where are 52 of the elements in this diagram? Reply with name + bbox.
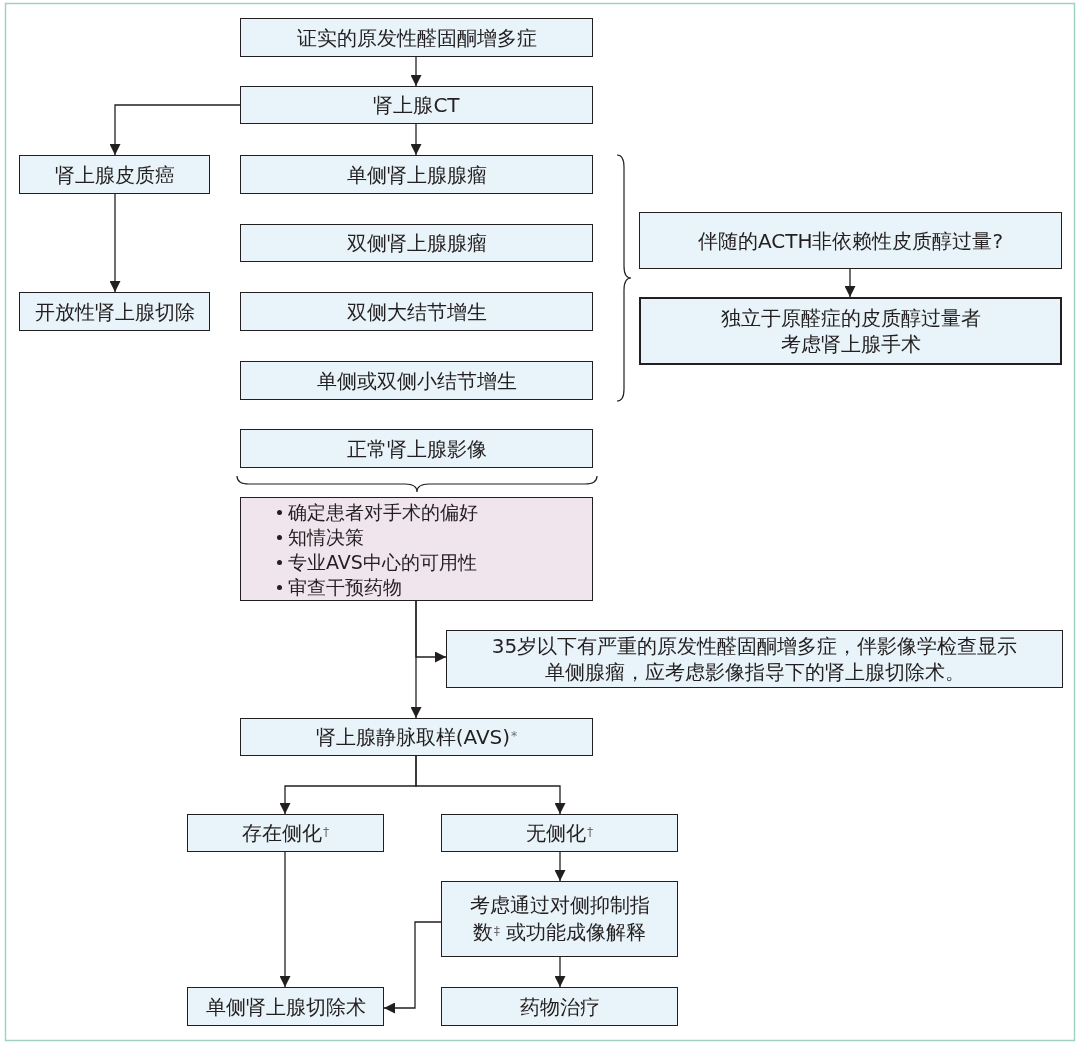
note-box [446, 630, 1063, 688]
arrow [410, 123, 422, 156]
process-box [240, 429, 593, 468]
arrow [279, 851, 291, 988]
process-box [639, 212, 1062, 269]
process-box [441, 987, 678, 1026]
list-item-text: 专业AVS中心的可用性 [288, 550, 477, 575]
arrow [844, 268, 856, 298]
list-item-text: 审查干预药物 [288, 575, 402, 600]
arrow [109, 104, 241, 156]
box-text: 考虑通过对侧抑制指数$^{‡}$ 或功能成像解释 [468, 892, 651, 946]
process-box [240, 155, 593, 194]
process-box [19, 292, 210, 331]
box-text: 存在侧化$^{†}$ [241, 820, 330, 847]
box-text: 35岁以下有严重的原发性醛固酮增多症，伴影像学检查显示单侧腺瘤，应考虑影像指导下的肾上腺切除术。 [490, 633, 1019, 685]
box-text: 开放性肾上腺切除 [34, 298, 195, 325]
process-box [240, 361, 593, 400]
arrow [554, 956, 566, 988]
box-text: 单侧或双侧小结节增生 [316, 367, 517, 394]
checklist-box [240, 497, 593, 601]
box-text: 肾上腺CT [373, 92, 460, 118]
arrow [554, 851, 566, 882]
process-box [240, 86, 593, 124]
process-box [240, 718, 593, 756]
arrow [410, 600, 422, 719]
process-box [441, 881, 678, 957]
arrow [383, 921, 442, 1014]
process-box [187, 987, 384, 1026]
process-box [240, 18, 593, 57]
list-item-text: 知情决策 [288, 525, 364, 550]
arrow [415, 755, 566, 815]
box-text: 肾上腺静脉取样(AVS)$^{*}$ [315, 724, 518, 751]
box-text: 正常肾上腺影像 [346, 435, 487, 462]
process-box [187, 814, 384, 852]
box-text: 伴随的ACTH非依赖性皮质醇过量? [697, 227, 1004, 254]
process-box [441, 814, 678, 852]
box-text: 肾上腺皮质癌 [54, 161, 175, 188]
process-box [240, 224, 593, 262]
process-box [19, 155, 210, 194]
box-text: 独立于原醛症的皮质醇过量者考虑肾上腺手术 [719, 305, 982, 357]
box-text: 单侧肾上腺切除术 [205, 993, 366, 1020]
process-box [240, 292, 593, 331]
arrow [410, 56, 422, 87]
box-text: 药物治疗 [519, 993, 600, 1020]
box-text: 单侧肾上腺腺瘤 [346, 161, 487, 188]
box-text: 证实的原发性醛固酮增多症 [296, 24, 537, 51]
box-text: 双侧肾上腺腺瘤 [346, 230, 487, 256]
outcome-box [639, 297, 1062, 365]
list-item-text: 确定患者对手术的偏好 [288, 500, 478, 525]
box-text: 双侧大结节增生 [346, 298, 487, 325]
box-text: 无侧化$^{†}$ [525, 820, 594, 847]
arrow [109, 193, 121, 293]
